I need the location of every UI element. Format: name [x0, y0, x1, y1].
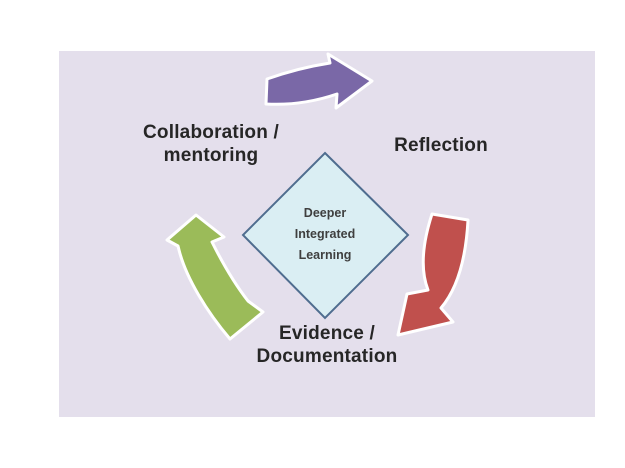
curved-arrow-right-icon	[396, 212, 470, 337]
label-line: Evidence /	[279, 323, 375, 344]
label-line: Collaboration /	[143, 122, 279, 143]
label-reflection: Reflection	[383, 134, 499, 157]
curved-arrow-top-icon	[264, 52, 374, 110]
center-diamond-label: Deeper Integrated Learning	[263, 203, 387, 266]
center-label-line: Integrated	[294, 227, 356, 241]
center-label-line: Deeper	[303, 206, 347, 220]
curved-arrow-left-icon	[165, 213, 265, 341]
label-line: Documentation	[256, 346, 398, 367]
center-label-line: Learning	[298, 248, 352, 262]
label-line: Reflection	[394, 135, 488, 156]
label-evidence-documentation: Evidence / Documentation	[227, 322, 427, 368]
label-collaboration-mentoring: Collaboration / mentoring	[100, 121, 322, 167]
label-line: mentoring	[163, 145, 259, 166]
center-diamond	[241, 151, 410, 320]
